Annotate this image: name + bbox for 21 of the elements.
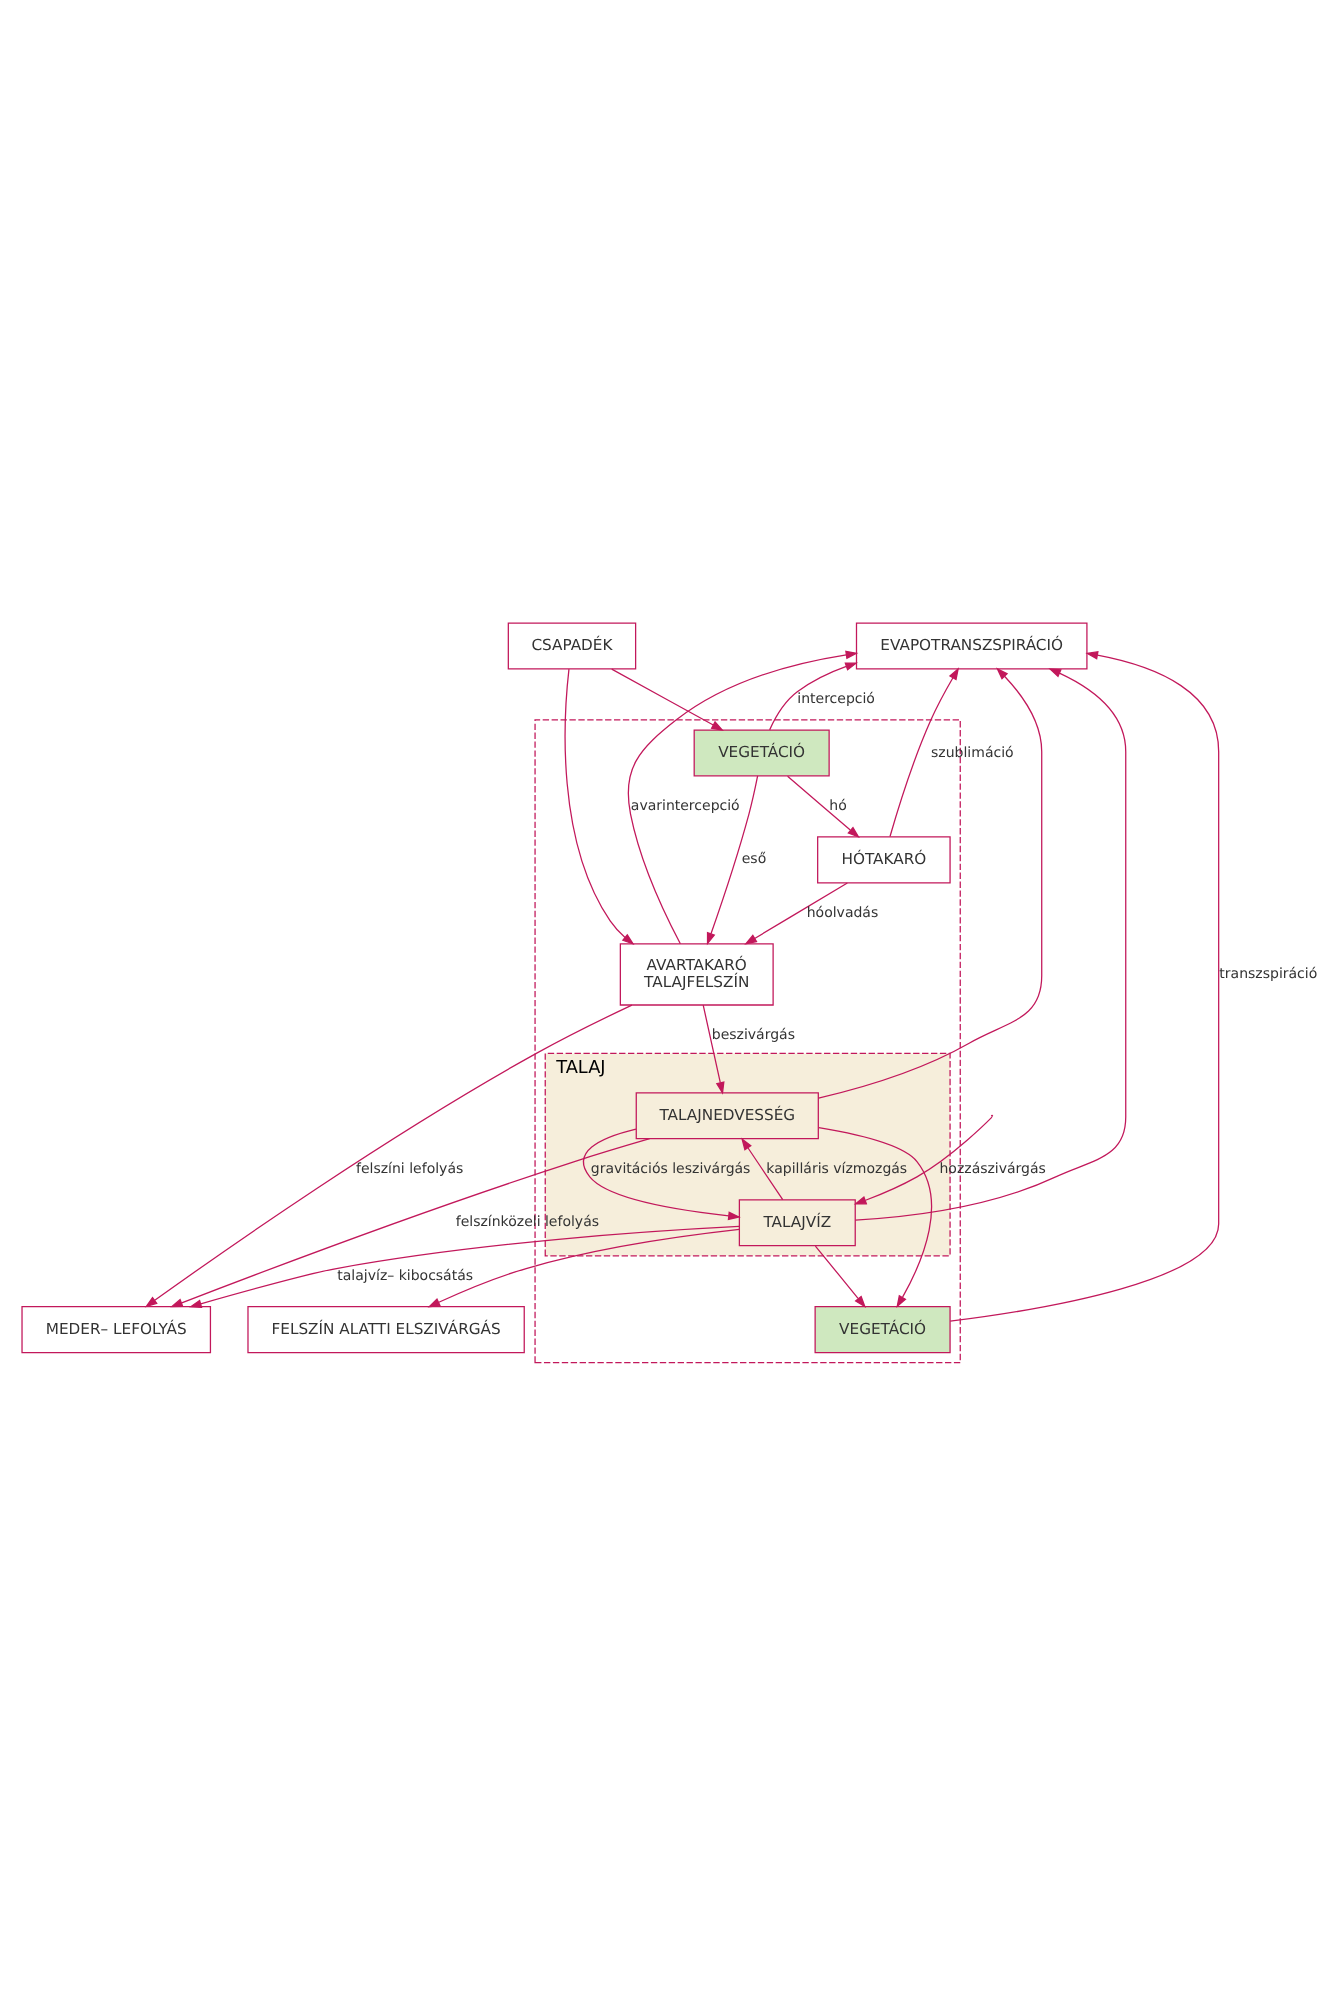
arrow [188, 1224, 740, 1307]
arrow [744, 881, 848, 944]
arrow [702, 1003, 725, 1094]
arrow [854, 667, 1127, 1220]
arrow [889, 666, 960, 837]
arrow [786, 774, 860, 838]
arrow [853, 1115, 993, 1204]
arrow [814, 1244, 867, 1308]
arrow [769, 661, 858, 730]
arrow [949, 649, 1220, 1321]
arrow [817, 666, 1043, 1098]
arrow [741, 1136, 784, 1200]
arrow [706, 774, 759, 945]
arrow [582, 1127, 741, 1220]
arrow [170, 1137, 651, 1307]
arrow [818, 1126, 933, 1307]
arrow [627, 649, 859, 944]
arrow [427, 1227, 740, 1307]
arrow [144, 1003, 633, 1307]
arrow [611, 667, 724, 730]
arrow [564, 667, 635, 945]
